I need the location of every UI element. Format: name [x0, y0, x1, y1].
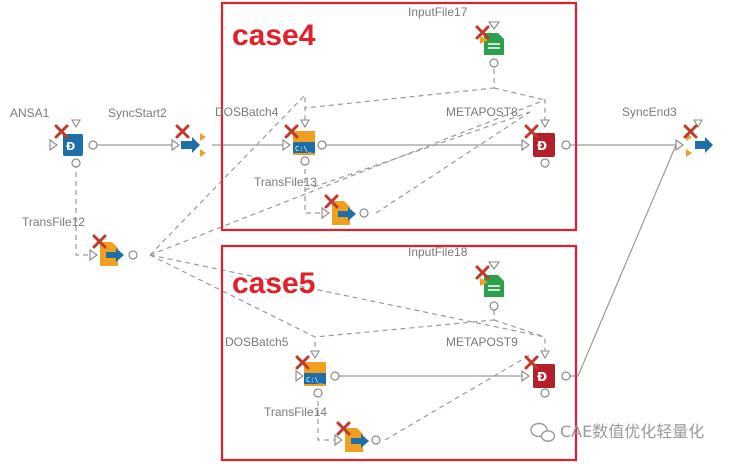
svg-text:Ð: Ð [537, 370, 547, 384]
svg-text:C:\_: C:\_ [306, 376, 324, 384]
node-transfile13[interactable]: TransFile13 [254, 175, 369, 225]
node-dosbatch5[interactable]: DOSBatch5 C:\_ [225, 335, 340, 398]
case4-box: case4 [220, 1, 578, 232]
node-metapost8-label: METAPOST8 [446, 105, 518, 119]
metapost-icon: Ð [533, 364, 555, 388]
sync-end-icon [686, 133, 713, 157]
svg-text:C:\_: C:\_ [295, 145, 313, 153]
error-x-icon [295, 355, 310, 370]
wire-inputfile17-link [304, 60, 495, 109]
wire-metapost9-syncend3 [566, 144, 677, 377]
error-x-icon [683, 124, 698, 139]
metapost-icon: Ð [533, 133, 555, 157]
node-transfile13-label: TransFile13 [254, 175, 317, 189]
svg-text:Ð: Ð [537, 139, 547, 153]
node-inputfile18[interactable]: InputFile18 [408, 245, 504, 311]
node-metapost8[interactable]: METAPOST8 Ð [446, 105, 571, 168]
error-x-icon [175, 124, 190, 139]
node-ansa1[interactable]: ANSA1 Ð [10, 106, 98, 168]
wire-inputfile17-metapost8 [493, 87, 546, 101]
input-file-icon [480, 33, 504, 55]
node-syncend3-label: SyncEnd3 [622, 105, 677, 119]
wire-transfile12-dosbatch4 [149, 93, 306, 256]
case5-label: case5 [232, 267, 315, 300]
node-inputfile17-label: InputFile17 [408, 5, 468, 19]
error-x-icon [524, 355, 539, 370]
case4-label: case4 [232, 19, 316, 52]
node-syncstart2[interactable]: SyncStart2 [108, 106, 206, 157]
ansa-icon [63, 134, 83, 156]
input-file-icon [480, 275, 504, 297]
wire-dosbatch4-transfile13 [304, 160, 322, 214]
node-inputfile18-label: InputFile18 [408, 245, 468, 259]
wire-transfile12-metapost8 [149, 99, 546, 256]
node-metapost9[interactable]: METAPOST9 Ð [446, 335, 571, 398]
svg-text:Ð: Ð [66, 140, 75, 153]
error-x-icon [475, 265, 490, 280]
case5-box: case5 [220, 244, 578, 462]
error-x-icon [324, 194, 339, 209]
watermark-text: CAE数值优化轻量化 [560, 422, 704, 441]
node-metapost9-label: METAPOST9 [446, 335, 518, 349]
watermark: CAE数值优化轻量化 [530, 422, 704, 442]
wire-transfile14-metapost9 [384, 354, 531, 441]
wire-inputfile18-link [314, 310, 495, 338]
error-x-icon [92, 234, 107, 249]
node-inputfile17[interactable]: InputFile17 [408, 5, 504, 68]
error-x-icon [524, 124, 539, 139]
node-syncstart2-label: SyncStart2 [108, 106, 167, 120]
wire-transfile13-metapost8 [375, 111, 531, 214]
error-x-icon [475, 25, 490, 40]
wechat-icon [530, 422, 556, 442]
node-transfile14[interactable]: TransFile14 [264, 405, 381, 452]
error-x-icon [284, 124, 299, 139]
wire-ansa1-transfile12 [75, 163, 90, 256]
sync-start-icon [181, 133, 206, 157]
wire-dosbatch4-metapost8-dash [304, 111, 531, 191]
node-transfile14-label: TransFile14 [264, 405, 327, 419]
wire-dosbatch5-transfile14 [317, 392, 335, 441]
node-dosbatch5-label: DOSBatch5 [225, 335, 289, 349]
node-syncend3[interactable]: SyncEnd3 [622, 105, 713, 157]
error-x-icon [54, 124, 69, 139]
error-x-icon [336, 421, 351, 436]
node-dosbatch4-label: DOSBatch4 [215, 105, 279, 119]
node-ansa1-label: ANSA1 [10, 106, 50, 120]
node-transfile12[interactable]: TransFile12 [22, 215, 138, 266]
wire-transfile12-metapost9 [149, 254, 546, 355]
node-dosbatch4[interactable]: DOSBatch4 C:\_ [215, 105, 327, 166]
node-transfile12-label: TransFile12 [22, 215, 85, 229]
